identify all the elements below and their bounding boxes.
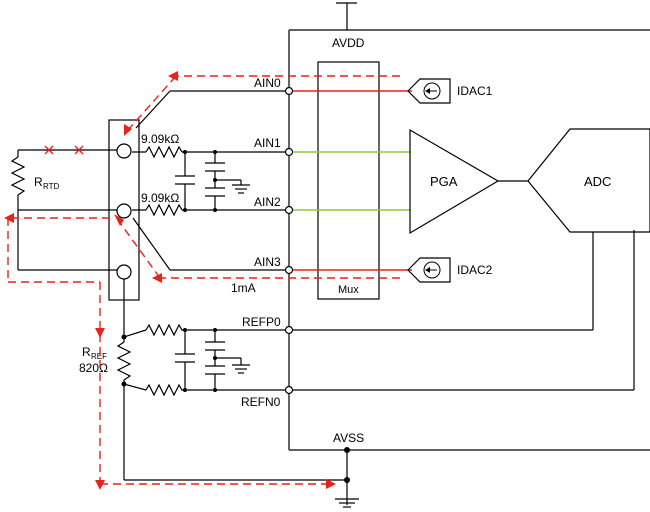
x-mark-icon [44, 145, 84, 155]
filter-resistor-ain2: 9.09kΩ [141, 191, 183, 217]
rtd-resistor: R RTD [10, 145, 117, 271]
ain2-label: AIN2 [254, 195, 281, 209]
ain1-label: AIN1 [254, 136, 281, 150]
idac2-source: IDAC2 [407, 257, 493, 283]
ref-filter-caps [175, 328, 250, 392]
avss-label: AVSS [333, 431, 364, 445]
pin-ain0: AIN0 [135, 76, 412, 129]
ground-icon [232, 184, 250, 194]
current-source-icon [423, 261, 441, 279]
rtd-sub-label: RTD [43, 182, 60, 191]
ground-icon [335, 498, 359, 508]
rref-value-label: 820Ω [79, 361, 108, 375]
idac1-source: IDAC1 [407, 78, 493, 104]
reference-resistor: R REF 820Ω [79, 279, 347, 481]
pga-label: PGA [430, 174, 458, 189]
pin-ain3: AIN3 1mA [132, 217, 412, 295]
avdd-supply: AVDD [332, 2, 365, 50]
input-filter-caps [175, 150, 250, 212]
terminal-block [108, 119, 140, 301]
excitation-current-path [7, 75, 400, 485]
idac1-label: IDAC1 [457, 84, 493, 98]
current-label: 1mA [231, 281, 256, 295]
mux-label: Mux [338, 284, 359, 296]
mux-block: Mux [317, 61, 380, 300]
rref-label: R [82, 345, 91, 359]
pin-refn0: REFN0 [186, 230, 635, 409]
pin-ain1: AIN1 [132, 136, 410, 157]
idac2-label: IDAC2 [457, 263, 493, 277]
refp0-label: REFP0 [242, 315, 281, 329]
current-source-icon [423, 82, 441, 100]
ref-filter-resistors [145, 323, 186, 397]
ain3-label: AIN3 [254, 255, 281, 269]
rref-sub-label: REF [91, 352, 107, 361]
avss-supply: AVSS [333, 431, 364, 508]
ain0-label: AIN0 [254, 76, 281, 90]
r-ain2-label: 9.09kΩ [141, 191, 179, 205]
filter-resistor-ain1: 9.09kΩ [141, 132, 183, 159]
pga-block: PGA [409, 128, 528, 235]
pin-refp0: REFP0 [186, 232, 594, 335]
current-path-arrows [4, 71, 336, 490]
refn0-label: REFN0 [241, 395, 281, 409]
avdd-label: AVDD [332, 36, 365, 50]
adc-label: ADC [584, 174, 611, 189]
ground-icon [232, 364, 250, 374]
rtd-label: R [34, 175, 43, 189]
r-ain1-label: 9.09kΩ [141, 132, 179, 146]
adc-block: ADC [527, 128, 650, 233]
